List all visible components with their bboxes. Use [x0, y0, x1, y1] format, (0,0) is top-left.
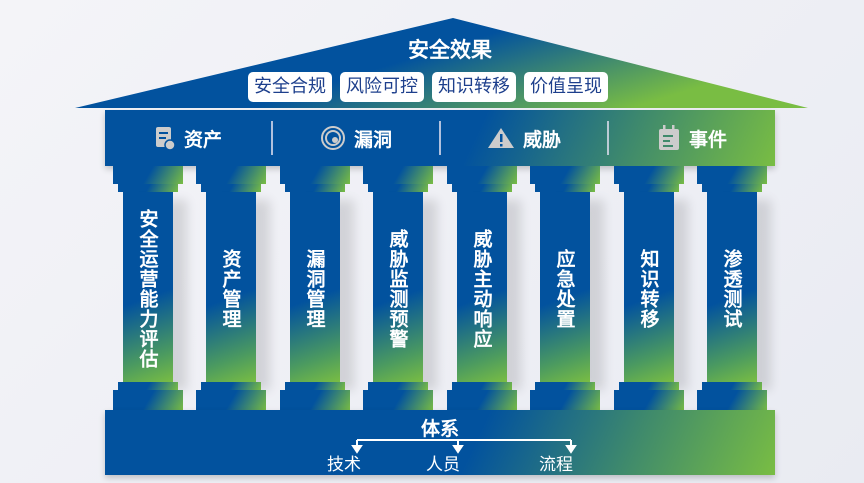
- pillar-shaft: [457, 192, 507, 382]
- pillar-capital: [619, 184, 679, 192]
- pillar-base: [614, 390, 684, 411]
- category-label: 漏洞: [353, 128, 392, 151]
- pillar-shaft: [373, 192, 423, 382]
- pillar-shaft: [624, 192, 674, 382]
- pillar-base: [368, 382, 428, 390]
- category-vulnerability: 漏洞: [273, 125, 439, 152]
- foundation-item-technology: 技术: [327, 455, 361, 475]
- vulnerability-scan-icon: [320, 126, 345, 150]
- roof-title: 安全效果: [408, 38, 492, 62]
- pillar: 漏洞管理: [280, 166, 350, 411]
- pillar-label: 威胁监测预警: [386, 228, 409, 349]
- pillar-base: [452, 382, 512, 390]
- pillar-shaft: [123, 192, 173, 382]
- pillar-shaft: [540, 192, 590, 382]
- pillar-label: 资产管理: [219, 248, 242, 329]
- pillar-base: [447, 390, 517, 411]
- pillar-capital: [702, 184, 762, 192]
- pillar-label: 应急处置: [553, 248, 576, 329]
- pillar-base: [702, 382, 762, 390]
- pillar: 威胁监测预警: [363, 166, 433, 411]
- branch-arrows: [351, 439, 577, 454]
- foundation-item-process: 流程: [539, 455, 573, 475]
- pillar-capital: [285, 184, 345, 192]
- divider: [271, 121, 273, 155]
- pillar-capital: [535, 184, 595, 192]
- pill-value: 价值呈现: [524, 72, 608, 102]
- pillar-capital: [614, 166, 684, 184]
- pillar-shaft: [290, 192, 340, 382]
- divider: [439, 121, 441, 155]
- category-threat: 威胁: [441, 125, 607, 152]
- pillar: 渗透测试: [697, 166, 767, 411]
- pillar-capital: [196, 166, 266, 184]
- pillar-base: [535, 382, 595, 390]
- pillar-label: 威胁主动响应: [470, 228, 493, 349]
- pillar: 知识转移: [614, 166, 684, 411]
- pillar: 安全运营能力评估: [113, 166, 183, 411]
- pillar-base: [201, 382, 261, 390]
- pillar-base: [619, 382, 679, 390]
- pillar-base: [196, 390, 266, 411]
- pillar-label: 渗透测试: [720, 248, 743, 329]
- pillar: 应急处置: [530, 166, 600, 411]
- category-bar: 资产 漏洞 威胁 事件: [105, 110, 775, 166]
- pillar: 威胁主动响应: [447, 166, 517, 411]
- category-label: 资产: [183, 128, 222, 151]
- pillar-base: [530, 390, 600, 411]
- pillar-capital: [280, 166, 350, 184]
- pillar-capital: [697, 166, 767, 184]
- pillar: 资产管理: [196, 166, 266, 411]
- pillar-base: [363, 390, 433, 411]
- pillar-base: [697, 390, 767, 411]
- foundation: 体系 技术 人员 流程: [105, 410, 775, 475]
- pillar-base: [280, 390, 350, 411]
- pillar-shaft: [707, 192, 757, 382]
- category-label: 事件: [688, 128, 727, 151]
- category-asset: 资产: [105, 125, 271, 152]
- pillar-capital: [447, 166, 517, 184]
- pillar-base: [118, 382, 178, 390]
- pillar-label: 知识转移: [637, 248, 660, 329]
- pill-risk-control: 风险可控: [340, 72, 424, 102]
- pillar-capital: [201, 184, 261, 192]
- foundation-item-people: 人员: [426, 455, 460, 475]
- pillar-base: [285, 382, 345, 390]
- pillar-label: 安全运营能力评估: [136, 208, 159, 369]
- divider: [607, 121, 609, 155]
- asset-document-icon: [155, 127, 176, 151]
- warning-triangle-icon: [487, 128, 514, 148]
- pillar-capital: [368, 184, 428, 192]
- category-event: 事件: [609, 124, 775, 152]
- pillar-capital: [452, 184, 512, 192]
- pill-knowledge-transfer: 知识转移: [432, 72, 516, 102]
- calendar-event-icon: [658, 125, 679, 150]
- pillar-base: [113, 390, 183, 411]
- pillar-capital: [363, 166, 433, 184]
- pillar-capital: [113, 166, 183, 184]
- pillar-label: 漏洞管理: [303, 248, 326, 329]
- pill-compliance: 安全合规: [248, 72, 332, 102]
- pillar-shaft: [206, 192, 256, 382]
- category-label: 威胁: [522, 128, 561, 151]
- foundation-title: 体系: [420, 418, 459, 440]
- outcome-pills: 安全合规 风险可控 知识转移 价值呈现: [248, 72, 608, 102]
- pillar-capital: [118, 184, 178, 192]
- pillar-capital: [530, 166, 600, 184]
